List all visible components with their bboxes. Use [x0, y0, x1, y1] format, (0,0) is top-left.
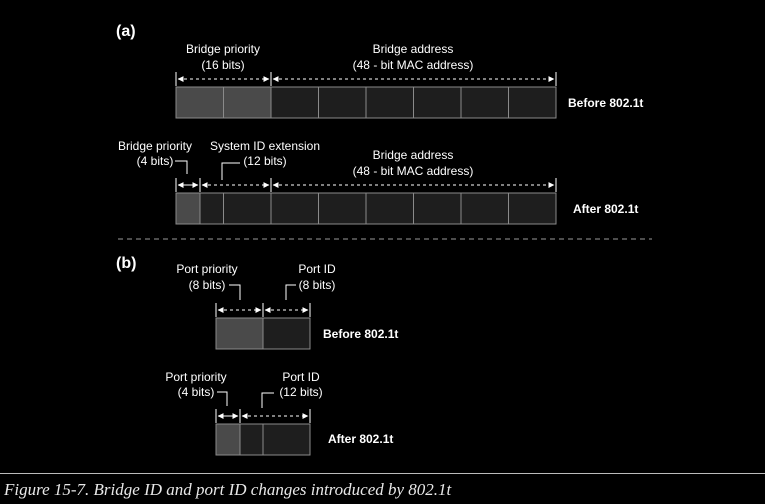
- bridge-priority-label: Bridge priority: [186, 42, 260, 56]
- port-priority-leader: [217, 391, 228, 406]
- address-byte-cell: [460, 86, 509, 119]
- port-priority-label: Port priority: [176, 262, 237, 276]
- address-byte-cell: [270, 192, 319, 225]
- port-id-cell: [239, 423, 264, 456]
- after-row-label: After 802.1t: [573, 202, 638, 216]
- port-priority-leader: [229, 284, 241, 300]
- figure-panel: (a) Bridge priority (16 bits) Bridge add…: [0, 23, 765, 474]
- priority-byte-cell: [175, 86, 224, 119]
- address-byte-cell: [270, 86, 319, 119]
- bridge-port-id-diagram: (a) Bridge priority (16 bits) Bridge add…: [116, 23, 652, 456]
- system-id-extension-bits: (12 bits): [243, 154, 286, 168]
- figure-caption: Figure 15-7. Bridge ID and port ID chang…: [4, 480, 452, 499]
- bridge-id-before: Bridge priority (16 bits) Bridge address…: [175, 42, 643, 119]
- system-id-cell: [223, 192, 272, 225]
- port-id-bits: (8 bits): [299, 278, 336, 292]
- port-priority-cell: [215, 317, 264, 350]
- port-id-after: Port priority (4 bits) Port ID (12 bits)…: [165, 370, 393, 456]
- bridge-priority-bits: (16 bits): [201, 58, 244, 72]
- bridge-priority-label: Bridge priority: [118, 139, 192, 153]
- address-byte-cell: [460, 192, 509, 225]
- bridge-id-after: Bridge priority (4 bits) System ID exten…: [118, 139, 638, 225]
- port-id-before: Port priority (8 bits) Port ID (8 bits) …: [176, 262, 398, 350]
- address-byte-cell: [365, 192, 414, 225]
- port-id-label: Port ID: [282, 370, 320, 384]
- port-priority-bits: (4 bits): [178, 385, 215, 399]
- before-row-label: Before 802.1t: [568, 96, 643, 110]
- bridge-address-bits: (48 - bit MAC address): [353, 164, 474, 178]
- port-id-cell: [262, 423, 311, 456]
- system-id-extension-label: System ID extension: [210, 139, 320, 153]
- port-id-bits: (12 bits): [279, 385, 322, 399]
- port-id-leader: [261, 392, 274, 408]
- address-byte-cell: [413, 86, 462, 119]
- panel-a-label: (a): [116, 23, 136, 40]
- priority-nibble-cell: [175, 192, 201, 225]
- before-row-label: Before 802.1t: [323, 327, 398, 341]
- after-row-label: After 802.1t: [328, 432, 393, 446]
- address-byte-cell: [365, 86, 414, 119]
- port-priority-cell: [215, 423, 241, 456]
- address-byte-cell: [508, 192, 557, 225]
- port-priority-label: Port priority: [165, 370, 226, 384]
- port-id-leader: [285, 284, 296, 300]
- bridge-address-bits: (48 - bit MAC address): [353, 58, 474, 72]
- bridge-address-label: Bridge address: [373, 148, 454, 162]
- system-id-cell: [199, 192, 224, 225]
- panel-b-label: (b): [116, 255, 136, 272]
- port-priority-bits: (8 bits): [189, 278, 226, 292]
- bridge-priority-leader: [175, 160, 188, 174]
- port-id-cell: [262, 317, 311, 350]
- port-id-label: Port ID: [298, 262, 336, 276]
- address-byte-cell: [508, 86, 557, 119]
- address-byte-cell: [318, 192, 367, 225]
- address-byte-cell: [413, 192, 462, 225]
- bridge-address-label: Bridge address: [373, 42, 454, 56]
- address-byte-cell: [318, 86, 367, 119]
- priority-byte-cell: [223, 86, 272, 119]
- bridge-priority-bits: (4 bits): [137, 154, 174, 168]
- system-id-leader: [221, 162, 240, 180]
